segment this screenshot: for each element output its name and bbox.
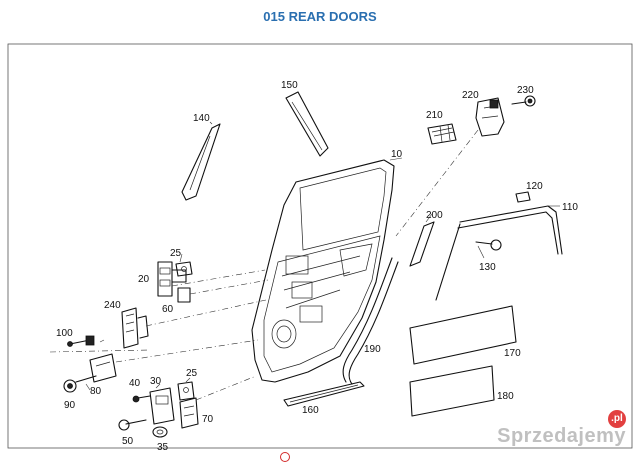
label-50: 50: [122, 436, 134, 447]
part-180-lower-pad[interactable]: [409, 365, 495, 417]
label-200: 200: [426, 210, 443, 221]
label-20: 20: [138, 274, 150, 285]
label-25-lower: 25: [186, 368, 198, 379]
label-40: 40: [129, 378, 141, 389]
page-indicator-dot[interactable]: [280, 452, 290, 462]
label-240: 240: [104, 300, 121, 311]
label-130: 130: [479, 262, 496, 273]
label-190: 190: [364, 344, 381, 355]
part-150-frame-trim[interactable]: [285, 91, 329, 157]
part-80-lower-hinge-plate[interactable]: [89, 353, 117, 383]
label-150: 150: [281, 80, 298, 91]
watermark-badge: .pl: [608, 410, 626, 428]
label-220: 220: [462, 90, 479, 101]
label-60: 60: [162, 304, 174, 315]
label-180: 180: [497, 391, 514, 402]
part-170-sound-pad[interactable]: [409, 305, 517, 365]
label-120: 120: [526, 181, 543, 192]
part-20-upper-hinge[interactable]: [157, 261, 187, 297]
label-100: 100: [56, 328, 73, 339]
label-170: 170: [504, 348, 521, 359]
part-210-regulator-block[interactable]: [427, 123, 457, 145]
part-230-screw[interactable]: [511, 95, 536, 107]
label-230: 230: [517, 85, 534, 96]
label-70: 70: [202, 414, 214, 425]
part-60-spacer[interactable]: [177, 287, 191, 303]
part-10-door-shell[interactable]: [251, 157, 403, 383]
part-50-bolt[interactable]: [118, 419, 147, 431]
part-40-bolt[interactable]: [132, 395, 151, 403]
part-25-hinge-pin-upper[interactable]: [175, 261, 193, 277]
label-160: 160: [302, 405, 319, 416]
part-200-window-guide[interactable]: [409, 221, 435, 267]
part-240-check-strap[interactable]: [121, 307, 149, 349]
label-35: 35: [157, 442, 169, 453]
part-140-pillar-trim[interactable]: [181, 123, 221, 201]
label-210: 210: [426, 110, 443, 121]
part-130-bolt[interactable]: [475, 239, 502, 251]
part-25-hinge-pin-lower[interactable]: [177, 381, 195, 401]
part-70-hinge-bracket[interactable]: [179, 397, 199, 429]
part-120-clip[interactable]: [515, 191, 531, 203]
part-90-nut[interactable]: [63, 375, 97, 393]
part-30-lower-hinge[interactable]: [149, 387, 175, 425]
label-140: 140: [193, 113, 210, 124]
part-35-bushing[interactable]: [152, 426, 168, 438]
diagram-title: 015 REAR DOORS: [263, 9, 377, 24]
label-80: 80: [90, 386, 102, 397]
label-110: 110: [562, 202, 578, 213]
part-220-lock[interactable]: [475, 97, 505, 137]
label-10: 10: [391, 149, 403, 160]
part-110-window-channel[interactable]: [435, 205, 563, 301]
label-25-upper: 25: [170, 248, 182, 259]
watermark-text: Sprzedajemy: [497, 425, 626, 447]
part-190-weatherstrip[interactable]: [342, 257, 399, 385]
diagram-frame: [7, 43, 633, 449]
label-30: 30: [150, 376, 162, 387]
label-90: 90: [64, 400, 76, 411]
part-100-bolt[interactable]: [67, 335, 95, 347]
part-160-sill-trim[interactable]: [283, 381, 365, 407]
